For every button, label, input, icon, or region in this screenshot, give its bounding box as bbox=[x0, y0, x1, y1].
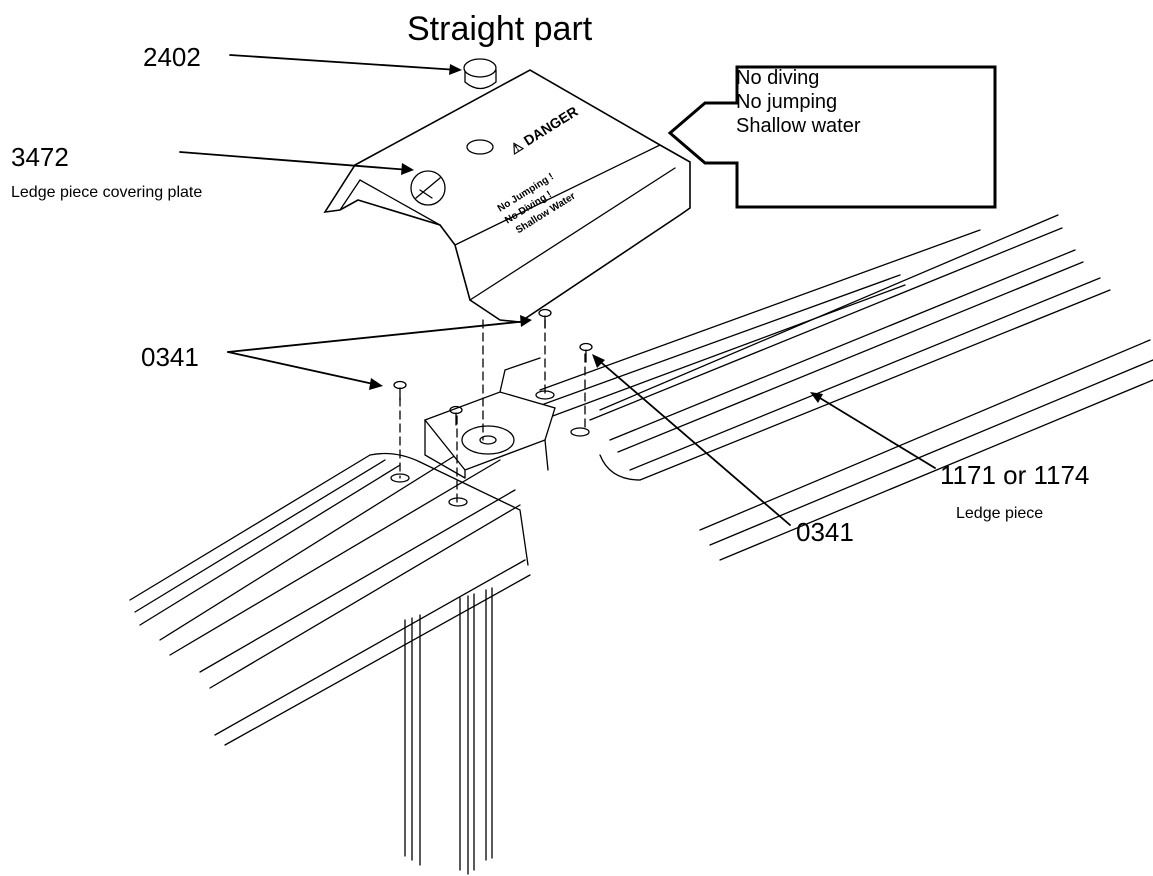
callout-line-1: No diving bbox=[736, 67, 820, 89]
callout-box bbox=[667, 65, 997, 209]
ledge-rail bbox=[499, 214, 1153, 561]
left-ledge-rail bbox=[129, 439, 531, 746]
label-0341-left: 0341 bbox=[141, 342, 199, 372]
label-1171-description: Ledge piece bbox=[956, 505, 1044, 522]
covering-plate bbox=[323, 69, 691, 323]
label-1171-1174: 1171 or 1174 bbox=[940, 460, 1090, 490]
vertical-post bbox=[404, 587, 493, 875]
callout-text: No diving No jumping Shallow water bbox=[736, 66, 861, 138]
arrowheads bbox=[369, 64, 823, 403]
cap-2402 bbox=[463, 58, 497, 90]
alignment-lines bbox=[399, 319, 586, 503]
connector-bracket bbox=[423, 357, 556, 479]
diagram-title: Straight part bbox=[407, 10, 593, 48]
callout-line-2: No jumping bbox=[736, 91, 838, 113]
label-3472: 3472 bbox=[11, 142, 69, 172]
label-2402: 2402 bbox=[143, 42, 201, 72]
slot-holes bbox=[390, 390, 590, 507]
leader-lines bbox=[179, 54, 936, 526]
callout-line-3: Shallow water bbox=[736, 115, 861, 137]
label-3472-description: Ledge piece covering plate bbox=[11, 184, 203, 201]
label-0341-right: 0341 bbox=[796, 517, 854, 547]
